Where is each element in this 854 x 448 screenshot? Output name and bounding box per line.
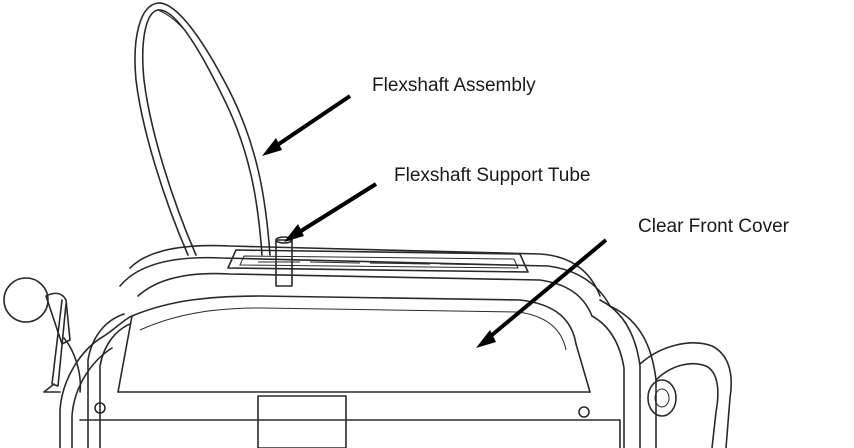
flexshaft-support-tube-arrow [291,182,378,238]
flexshaft-support-tube-arrowhead [284,224,304,242]
clear-front-cover-label: Clear Front Cover [638,216,789,237]
clear-front-cover-arrowhead [476,330,496,348]
clear-front-cover-arrow [484,238,608,342]
flexshaft-support-tube [275,236,293,287]
flexshaft-assembly-arrowhead [262,138,282,156]
flexshaft-assembly-label: Flexshaft Assembly [372,75,536,96]
name-plate [227,249,529,273]
flexshaft-assembly [134,2,271,256]
flexshaft-assembly-arrow [268,94,352,152]
flexshaft-support-tube-label: Flexshaft Support Tube [394,165,591,186]
housing [59,244,732,448]
crank-handle [3,277,82,393]
